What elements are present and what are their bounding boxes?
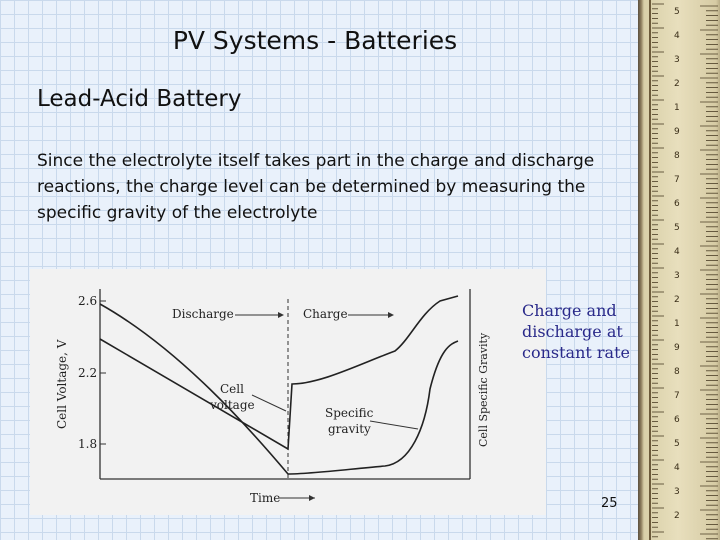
ruler-marks: 5 4 3 2 1 9 8 7 6 5 4 3 2 1 9 8 7 6 5 4 3 2 xyxy=(652,3,718,540)
ruler-number: 4 xyxy=(674,31,680,41)
slide-title: PV Systems - Batteries xyxy=(172,26,458,55)
page-number: 25 xyxy=(601,496,618,511)
charge-arrowhead xyxy=(388,312,394,318)
cell-voltage-label-line1: Cell xyxy=(220,382,244,396)
discharge-arrowhead xyxy=(278,312,284,318)
ruler-number: 4 xyxy=(674,247,680,257)
slide-body-text: Since the electrolyte itself takes part … xyxy=(37,151,595,223)
y-axis-left-label: Cell Voltage, V xyxy=(55,339,69,429)
battery-chart-figure: 2.6 2.2 1.8 Cell Voltage, V Cell Specifi… xyxy=(30,269,546,515)
ruler-number: 1 xyxy=(674,103,680,113)
specific-gravity-pointer xyxy=(369,420,419,430)
cell-voltage-pointer xyxy=(251,394,287,412)
specific-gravity-curve xyxy=(99,303,459,475)
cell-voltage-label-line2: voltage xyxy=(209,398,255,412)
ruler-number: 6 xyxy=(674,199,680,209)
ruler-number: 9 xyxy=(674,127,680,137)
battery-chart: 2.6 2.2 1.8 Cell Voltage, V Cell Specifi… xyxy=(55,289,490,505)
ruler-number: 2 xyxy=(674,511,680,521)
y-tick-label: 2.6 xyxy=(78,294,97,308)
y-axis-right-label: Cell Specific Gravity xyxy=(477,332,490,447)
cell-voltage-curve xyxy=(99,295,459,451)
y-tick-label: 1.8 xyxy=(78,437,97,451)
chart-caption: Charge and discharge at constant rate xyxy=(522,301,630,362)
y-tick-label: 2.2 xyxy=(78,366,97,380)
ruler-edge xyxy=(649,0,651,540)
ruler-number: 1 xyxy=(674,319,680,329)
ruler-number: 5 xyxy=(674,439,680,449)
ruler-number: 2 xyxy=(674,295,680,305)
ruler-number: 9 xyxy=(674,343,680,353)
ruler-number: 7 xyxy=(674,175,680,185)
ruler-number: 3 xyxy=(674,55,680,65)
ruler-number: 7 xyxy=(674,391,680,401)
ruler-number: 8 xyxy=(674,151,680,161)
ruler-number: 4 xyxy=(674,463,680,473)
ruler-number: 6 xyxy=(674,415,680,425)
charge-label: Charge xyxy=(303,307,348,321)
ruler-number: 8 xyxy=(674,367,680,377)
specific-gravity-label-line1: Specific xyxy=(325,406,374,420)
specific-gravity-label-line2: gravity xyxy=(328,422,371,436)
ruler-number: 5 xyxy=(674,223,680,233)
x-axis-label: Time xyxy=(250,491,280,505)
ruler-decoration: 5 4 3 2 1 9 8 7 6 5 4 3 2 1 9 8 7 6 5 4 3 2 xyxy=(638,0,720,540)
ruler-number: 3 xyxy=(674,271,680,281)
ruler-number: 3 xyxy=(674,487,680,497)
discharge-label: Discharge xyxy=(172,307,234,321)
ruler-number: 2 xyxy=(674,79,680,89)
time-arrowhead xyxy=(309,495,315,501)
ruler-number: 5 xyxy=(674,7,680,17)
slide-subtitle: Lead-Acid Battery xyxy=(37,86,242,112)
